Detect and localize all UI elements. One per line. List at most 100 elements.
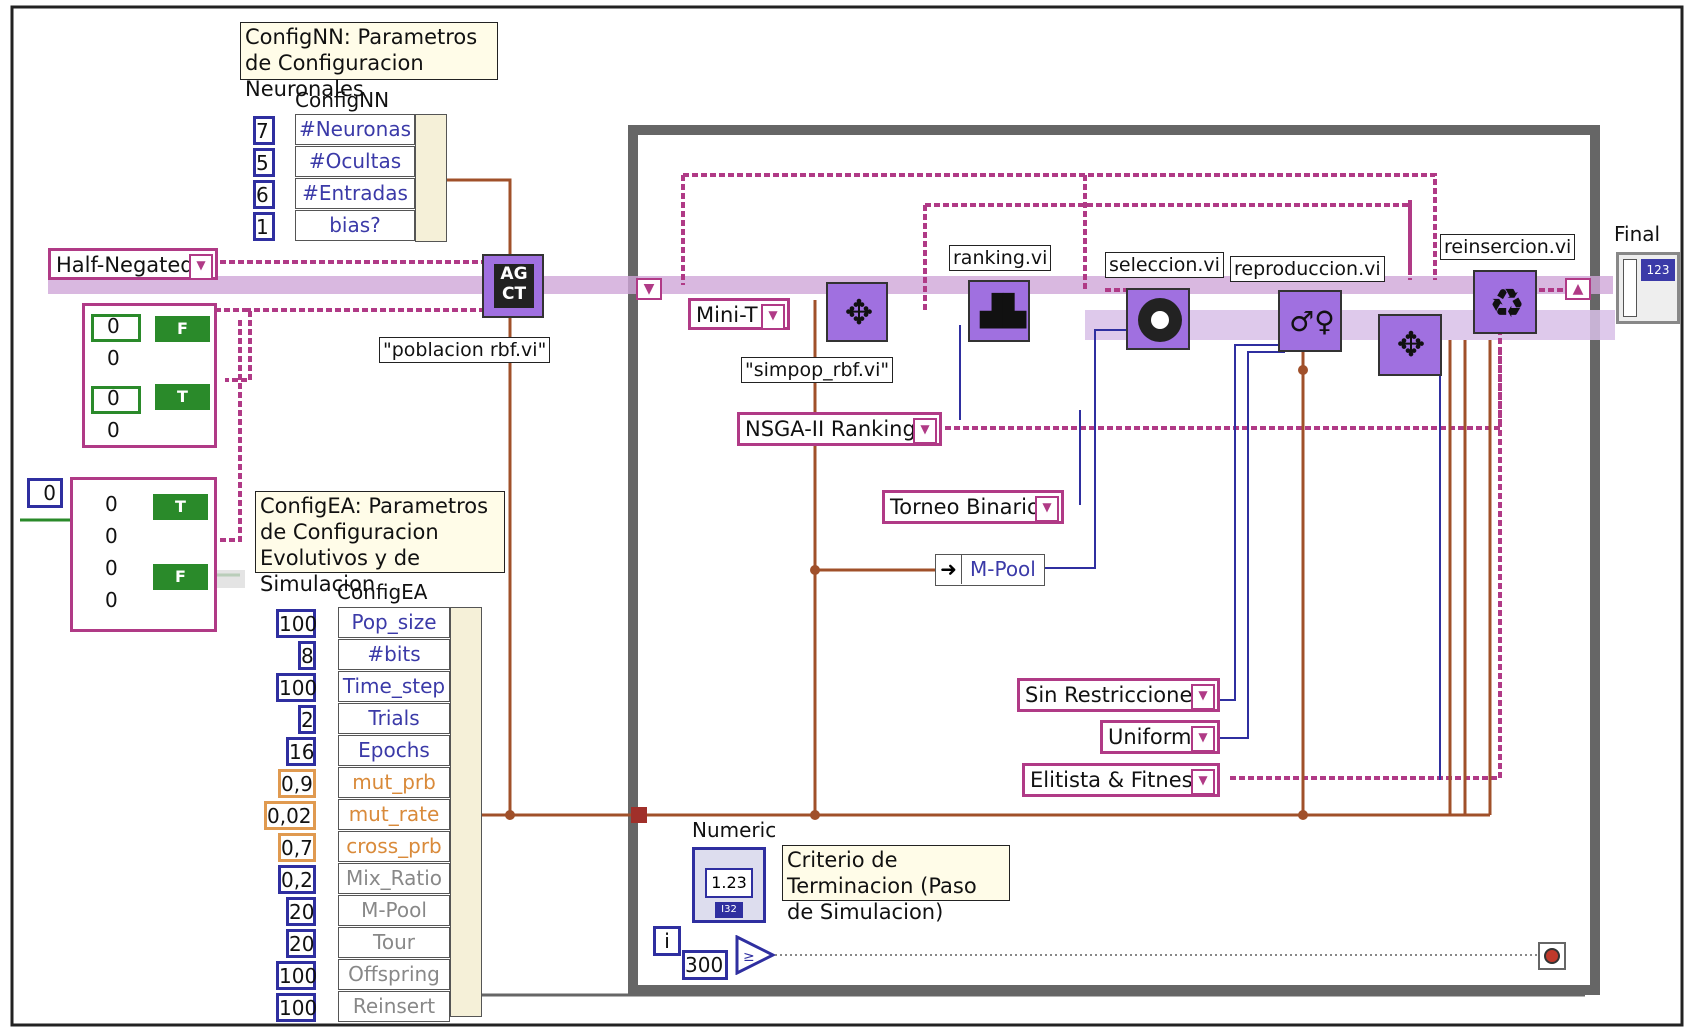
confignn-const-3[interactable]: 1	[253, 212, 275, 241]
configea-field-4: Epochs	[338, 735, 450, 766]
cl2-val-1[interactable]: 0	[105, 524, 118, 548]
mpool-unbundle[interactable]: ➜ M-Pool	[935, 554, 1045, 586]
configea-const-6[interactable]: 0,02	[264, 801, 316, 830]
confignn-title: ConfigNN	[295, 88, 390, 112]
chevron-down-icon[interactable]: ▼	[1035, 496, 1059, 522]
final-label: Final	[1614, 222, 1661, 246]
elitista-ring[interactable]: Elitista & Fitness▼	[1022, 763, 1220, 797]
reinsercion-vi[interactable]: ♻	[1473, 270, 1537, 334]
configea-field-10: Tour	[338, 927, 450, 958]
confignn-const-1[interactable]: 5	[253, 148, 275, 177]
configea-field-8: Mix_Ratio	[338, 863, 450, 894]
sin-restricciones-ring[interactable]: Sin Restricciones▼	[1017, 678, 1220, 712]
configea-field-7: cross_prb	[338, 831, 450, 862]
recycle-icon: ♻	[1489, 281, 1525, 327]
roulette-icon	[1138, 298, 1182, 342]
bool-true-button-1[interactable]: T	[155, 384, 210, 410]
elitista-text: Elitista & Fitness	[1030, 768, 1204, 792]
confignn-cluster: 7 5 6 1 #Neuronas #Ocultas #Entradas bia…	[253, 114, 453, 244]
configea-bundler[interactable]	[450, 607, 482, 1017]
confignn-bundler[interactable]	[415, 114, 447, 242]
reproduccion-vi-label: reproduccion.vi	[1230, 256, 1385, 282]
configea-const-3[interactable]: 2	[298, 705, 316, 734]
simpop-vi[interactable]: ✥	[826, 282, 888, 342]
arrow-right-icon: ➜	[936, 555, 962, 584]
podium-icon: ▟▙	[980, 294, 1027, 329]
uniform-ring[interactable]: Uniform▼	[1100, 720, 1220, 754]
cluster-left-1: 0 0 0 0 F T	[82, 303, 217, 448]
configea-note: ConfigEA: Parametros de Configuracion Ev…	[255, 491, 505, 596]
configea-field-1: #bits	[338, 639, 450, 670]
numeric-display: 1.23	[705, 868, 753, 898]
configea-const-1[interactable]: 8	[298, 641, 316, 670]
final-num: 123	[1641, 259, 1675, 281]
cl1-val-3[interactable]: 0	[107, 418, 120, 442]
ranking-vi[interactable]: ▟▙	[968, 280, 1030, 342]
diagram-frame	[10, 5, 1684, 1027]
cl1-val-1[interactable]: 0	[107, 346, 120, 370]
confignn-field-1: #Ocultas	[295, 146, 415, 177]
bool-true-button-2[interactable]: T	[153, 494, 208, 520]
cl2-val-3[interactable]: 0	[105, 588, 118, 612]
configea-field-6: mut_rate	[338, 799, 450, 830]
chevron-down-icon[interactable]: ▼	[1191, 769, 1215, 795]
configea-const-9[interactable]: 20	[286, 897, 316, 926]
stop-condition-icon[interactable]	[1538, 942, 1566, 970]
confignn-const-2[interactable]: 6	[253, 180, 275, 209]
configea-field-9: M-Pool	[338, 895, 450, 926]
configea-const-4[interactable]: 16	[286, 737, 316, 766]
mini-t-text: Mini-T	[696, 303, 758, 327]
cl1-val-2[interactable]: 0	[107, 386, 120, 410]
reinsercion-vi-label: reinsercion.vi	[1440, 234, 1576, 260]
configea-const-2[interactable]: 100	[276, 673, 317, 702]
mini-t-ring[interactable]: Mini-T▼	[688, 298, 790, 330]
torneo-text: Torneo Binario	[890, 495, 1040, 519]
configea-const-8[interactable]: 0,2	[278, 865, 316, 894]
simpop-vi-2[interactable]: ✥	[1378, 314, 1442, 376]
cl1-val-0[interactable]: 0	[107, 314, 120, 338]
torneo-ring[interactable]: Torneo Binario▼	[882, 490, 1064, 524]
reproduccion-vi[interactable]: ♂♀	[1278, 290, 1342, 352]
configea-field-11: Offspring	[338, 959, 450, 990]
chevron-down-icon[interactable]: ▼	[189, 254, 213, 280]
greater-or-equal-icon[interactable]: ≥	[735, 934, 777, 976]
seleccion-vi[interactable]	[1126, 288, 1190, 350]
configea-const-11[interactable]: 100	[276, 961, 317, 990]
bool-false-button-2[interactable]: F	[153, 564, 208, 590]
final-indicator[interactable]: 123	[1616, 252, 1680, 324]
numeric-control[interactable]: 1.23 I32	[692, 847, 766, 923]
cl2-val-2[interactable]: 0	[105, 556, 118, 580]
chevron-down-icon[interactable]: ▼	[1191, 726, 1215, 752]
while-loop-border	[628, 125, 1600, 995]
uniform-text: Uniform	[1108, 725, 1192, 749]
bool-false-button-1[interactable]: F	[155, 316, 210, 342]
confignn-field-3: bias?	[295, 210, 415, 241]
numeric-type: I32	[715, 902, 743, 918]
nsga-text: NSGA-II Ranking	[745, 417, 916, 441]
configea-const-0[interactable]: 100	[276, 609, 317, 638]
chevron-down-icon[interactable]: ▼	[761, 304, 785, 330]
configea-field-0: Pop_size	[338, 607, 450, 638]
sin-restricciones-text: Sin Restricciones	[1025, 683, 1204, 707]
cluster-left-2: 0 0 0 0 T F	[70, 477, 217, 632]
chevron-down-icon[interactable]: ▼	[913, 418, 937, 444]
poblacion-vi-label: "poblacion rbf.vi"	[379, 337, 551, 363]
confignn-field-0: #Neuronas	[295, 114, 415, 145]
configea-const-5[interactable]: 0,9	[278, 769, 316, 798]
confignn-field-2: #Entradas	[295, 178, 415, 209]
configea-field-3: Trials	[338, 703, 450, 734]
configea-const-7[interactable]: 0,7	[278, 833, 316, 862]
configea-const-10[interactable]: 20	[286, 929, 316, 958]
nsga-ring[interactable]: NSGA-II Ranking▼	[737, 412, 942, 446]
loop-limit-const[interactable]: 300	[682, 950, 728, 980]
chevron-down-icon[interactable]: ▼	[1191, 684, 1215, 710]
reproduction-icon: ♂♀	[1289, 305, 1335, 338]
half-negated-ring[interactable]: Half-Negated▼	[48, 248, 218, 280]
array-index[interactable]: 0	[27, 478, 63, 508]
configea-const-12[interactable]: 100	[276, 993, 317, 1022]
simpop-vi-label: "simpop_rbf.vi"	[741, 357, 894, 383]
cl2-val-0[interactable]: 0	[105, 492, 118, 516]
confignn-const-0[interactable]: 7	[253, 116, 275, 145]
